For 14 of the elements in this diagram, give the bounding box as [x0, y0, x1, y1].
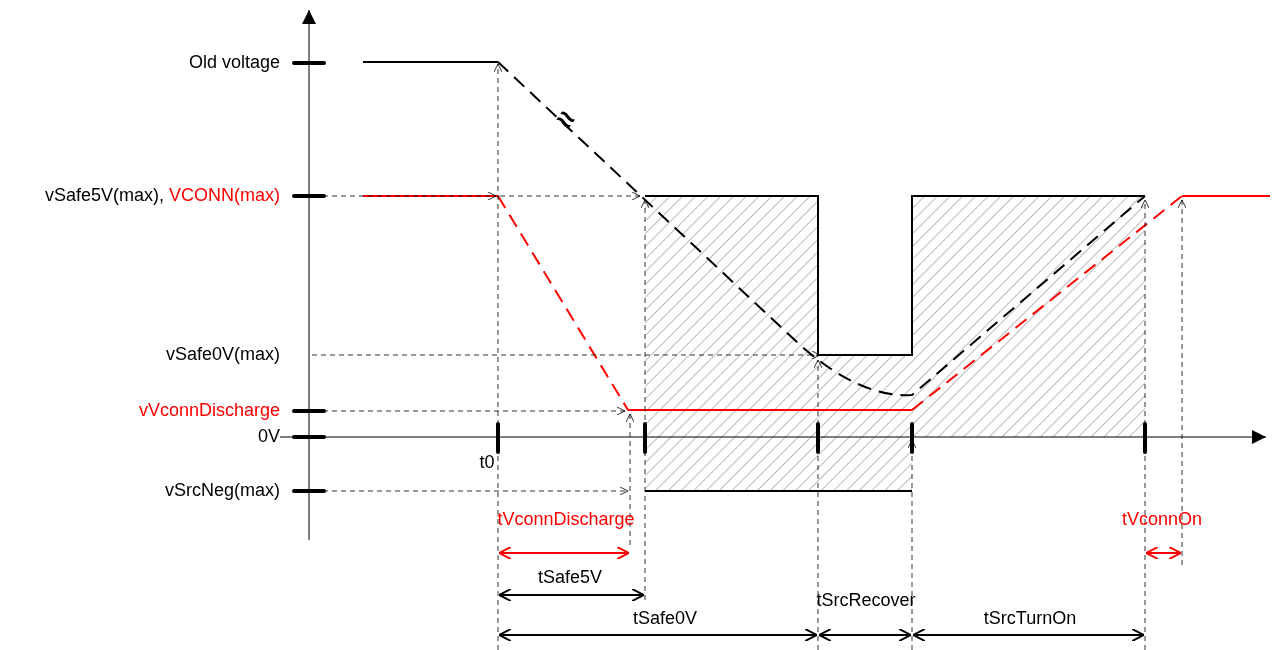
timing-label: tSrcRecover	[816, 591, 916, 611]
timing-label: tVconnOn	[1121, 510, 1203, 530]
timing-label: tSafe5V	[538, 568, 602, 588]
level-label: 0V	[257, 427, 280, 447]
timing-label: tSrcTurnOn	[983, 609, 1077, 629]
level-label: Old voltage	[188, 53, 280, 73]
timing-label: tVconnDischarge	[497, 510, 635, 530]
timing-label: tSafe0V	[633, 609, 697, 629]
level-label: VCONN(max)	[169, 186, 280, 206]
level-label: vVconnDischarge	[138, 401, 280, 421]
level-label: vSafe5V(max),	[44, 186, 164, 206]
time-label: t0	[479, 453, 495, 473]
level-label: vSafe0V(max)	[165, 345, 280, 365]
level-label: vSrcNeg(max)	[165, 481, 280, 501]
